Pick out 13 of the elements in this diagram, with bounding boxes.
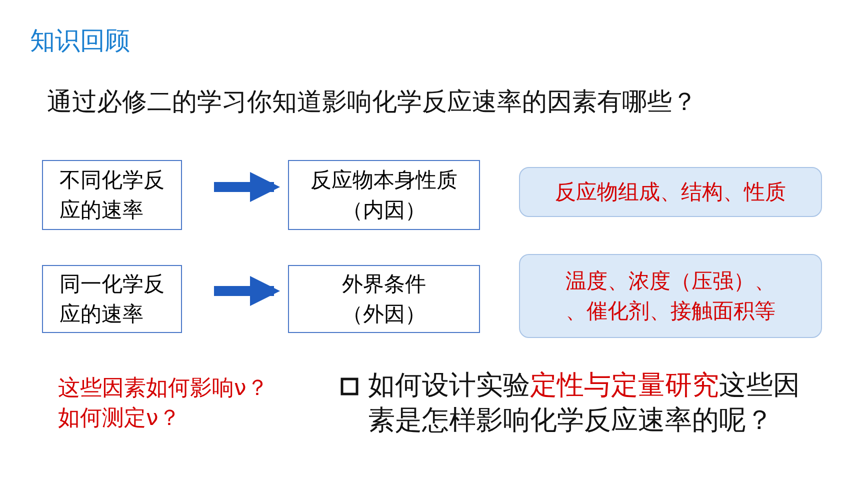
note-text: 如何测定ν？	[58, 405, 180, 433]
answer-box: 温度、浓度（压强）、、催化剂、接触面积等	[519, 254, 822, 338]
process-box: 外界条件（外因）	[288, 265, 480, 333]
slide-title: 知识回顾	[30, 25, 130, 57]
bullet-text: 如何设计实验定性与定量研究这些因素是怎样影响化学反应速率的呢？	[368, 369, 801, 438]
process-box: 反应物本身性质（内因）	[288, 160, 480, 230]
process-box: 不同化学反应的速率	[42, 160, 182, 230]
question-text: 通过必修二的学习你知道影响化学反应速率的因素有哪些？	[47, 86, 697, 118]
note-text: 这些因素如何影响ν？	[58, 375, 268, 403]
answer-box: 反应物组成、结构、性质	[519, 167, 822, 217]
process-box: 同一化学反应的速率	[42, 265, 182, 333]
arrow	[214, 172, 280, 202]
arrow	[214, 276, 280, 306]
